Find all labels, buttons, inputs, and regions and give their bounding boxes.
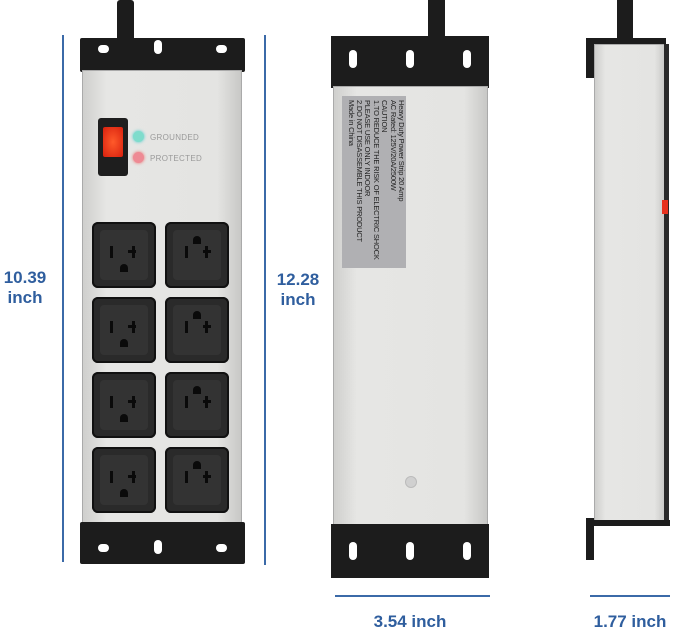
height-dimension-line <box>62 35 64 562</box>
outlet <box>92 372 156 438</box>
side-edge <box>664 44 669 522</box>
height-label: 10.39 inch <box>0 268 50 308</box>
mounting-dot <box>405 476 417 488</box>
back-bottom-bracket <box>331 524 489 578</box>
overall-height-label: 12.28 inch <box>272 270 324 310</box>
outlet <box>165 297 229 363</box>
width-dimension-line <box>335 595 490 597</box>
grounded-led <box>133 131 144 142</box>
height-text: 10.39 inch <box>3 268 47 307</box>
label-line: AC Rated: 125V/20A/2500W <box>388 100 398 191</box>
label-line: Made in China <box>346 100 356 146</box>
top-bracket <box>80 38 245 72</box>
width-label: 3.54 inch <box>373 612 447 631</box>
outlet <box>165 447 229 513</box>
label-line: PLEASE USE ONLY INDOOR <box>363 100 373 197</box>
depth-label: 1.77 inch <box>593 612 667 631</box>
outlet <box>92 447 156 513</box>
protected-led <box>133 152 144 163</box>
side-top-bracket-flange <box>586 38 666 44</box>
rating-label-sticker: Heavy Duty Power Strip 20 Amp AC Rated: … <box>342 96 406 268</box>
side-power-cord <box>617 0 633 42</box>
side-switch <box>662 200 668 214</box>
side-body <box>594 44 666 524</box>
outlet <box>165 222 229 288</box>
label-line: CAUTION <box>380 100 390 133</box>
back-power-cord <box>428 0 445 40</box>
power-switch <box>98 118 128 176</box>
side-top-bracket <box>586 38 594 78</box>
side-bottom-bracket <box>586 518 594 560</box>
overall-height-dimension-line <box>264 35 266 565</box>
outlet <box>92 297 156 363</box>
depth-dimension-line <box>590 595 670 597</box>
power-cord <box>117 0 134 42</box>
side-bottom-bracket-flange <box>586 520 670 526</box>
overall-height-text: 12.28 inch <box>276 270 320 309</box>
outlet <box>165 372 229 438</box>
grounded-label: GROUNDED <box>150 133 200 142</box>
label-line: 2.DO NOT DISASSEMBLE THIS PRODUCT <box>354 100 364 242</box>
label-line: Heavy Duty Power Strip 20 Amp <box>397 100 406 202</box>
outlet <box>92 222 156 288</box>
back-top-bracket <box>331 36 489 88</box>
label-line: 1.TO REDUCE THE RISK OF ELECTRIC SHOCK <box>371 100 381 260</box>
bottom-bracket <box>80 522 245 564</box>
protected-label: PROTECTED <box>150 154 203 163</box>
